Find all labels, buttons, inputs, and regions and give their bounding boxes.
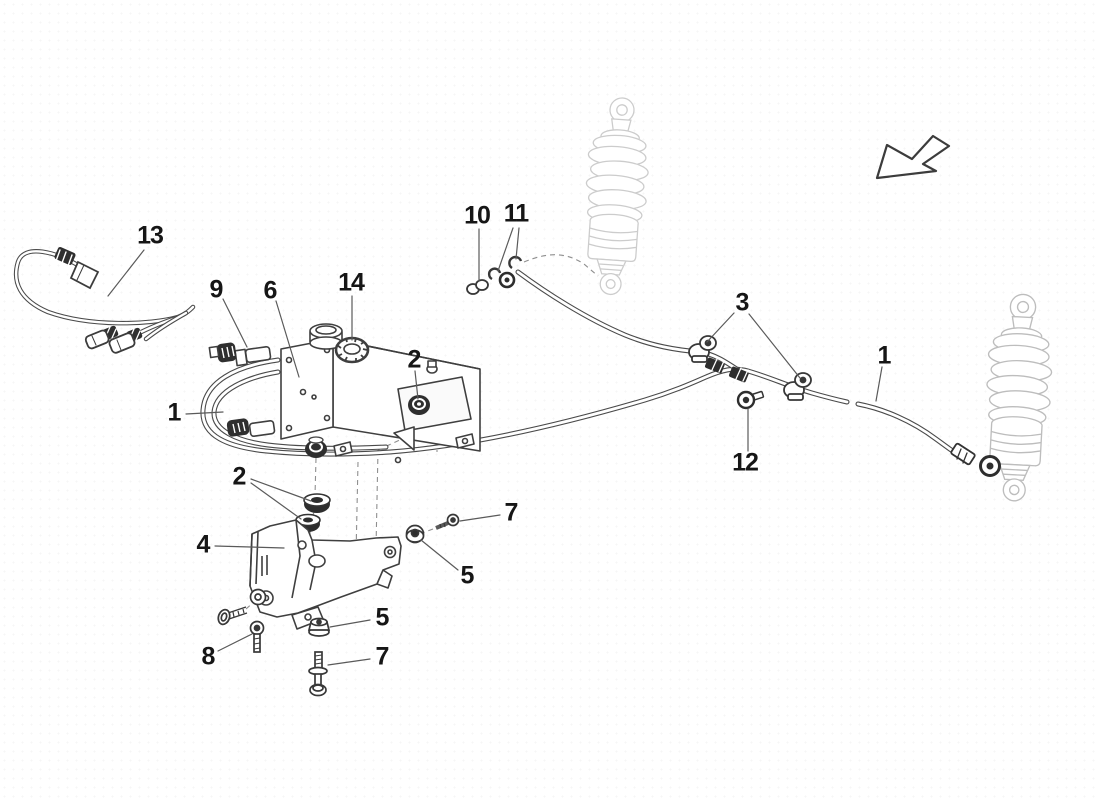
bolt-8-vertical: [249, 620, 265, 653]
callout-12: 12: [732, 448, 759, 477]
callout-7-lower: 7: [375, 642, 390, 671]
callout-5-lower: 5: [375, 603, 390, 632]
callout-9: 9: [209, 275, 224, 304]
grommets: [295, 395, 430, 532]
direction-arrow-icon: [875, 134, 951, 180]
front-shock-absorber-ghost: [578, 95, 654, 298]
grommet-right: [408, 395, 430, 415]
hydraulic-hoses: [200, 269, 1001, 477]
callout-2-right: 2: [407, 345, 422, 374]
leader-lines: [107, 227, 883, 666]
hose-clamp-right: [783, 372, 812, 401]
pump-unit: [208, 323, 481, 464]
callout-7-upper: 7: [504, 498, 519, 527]
wiring-harness: [13, 246, 196, 354]
callout-8: 8: [201, 642, 216, 671]
retaining-rings-11: [487, 255, 523, 281]
hardware-upper: [405, 513, 460, 544]
ribbed-cap-14: [334, 336, 370, 364]
callout-4: 4: [196, 530, 211, 559]
grommet-upper: [303, 493, 331, 513]
mounting-bracket: [249, 519, 402, 630]
callout-6: 6: [263, 276, 278, 305]
hardware-lower: [217, 588, 331, 697]
washer-8: [249, 588, 267, 606]
quick-coupling-10: [466, 279, 489, 295]
bolt-8-horizontal: [217, 606, 248, 626]
hose-end-banjo-fitting: [950, 442, 1001, 477]
callout-3: 3: [735, 288, 750, 317]
harness-connector-top: [54, 246, 100, 290]
hose-sleeve: [705, 357, 749, 383]
nut-5-lower: [307, 617, 331, 637]
callout-1-left: 1: [167, 398, 182, 427]
bolt-7-upper: [435, 513, 460, 530]
pump-left-couplings: [208, 342, 276, 438]
callout-13: 13: [137, 221, 164, 250]
stud-7-lower: [308, 651, 328, 697]
hose-clamp-left: [688, 335, 717, 363]
callout-2-left: 2: [232, 462, 247, 491]
callout-10: 10: [464, 201, 491, 230]
callout-14: 14: [338, 268, 365, 297]
harness-connector-left: [84, 325, 119, 350]
callout-1-right: 1: [877, 341, 892, 370]
callout-5-upper: 5: [460, 561, 475, 590]
bolt-12: [736, 390, 765, 410]
hose-port-fitting: [498, 271, 516, 289]
pump-angled-panel: [397, 376, 472, 432]
nut-5-upper: [405, 524, 425, 544]
harness-connector-right: [108, 327, 143, 354]
callout-11: 11: [503, 199, 529, 228]
grommet-under-pump: [305, 436, 327, 458]
